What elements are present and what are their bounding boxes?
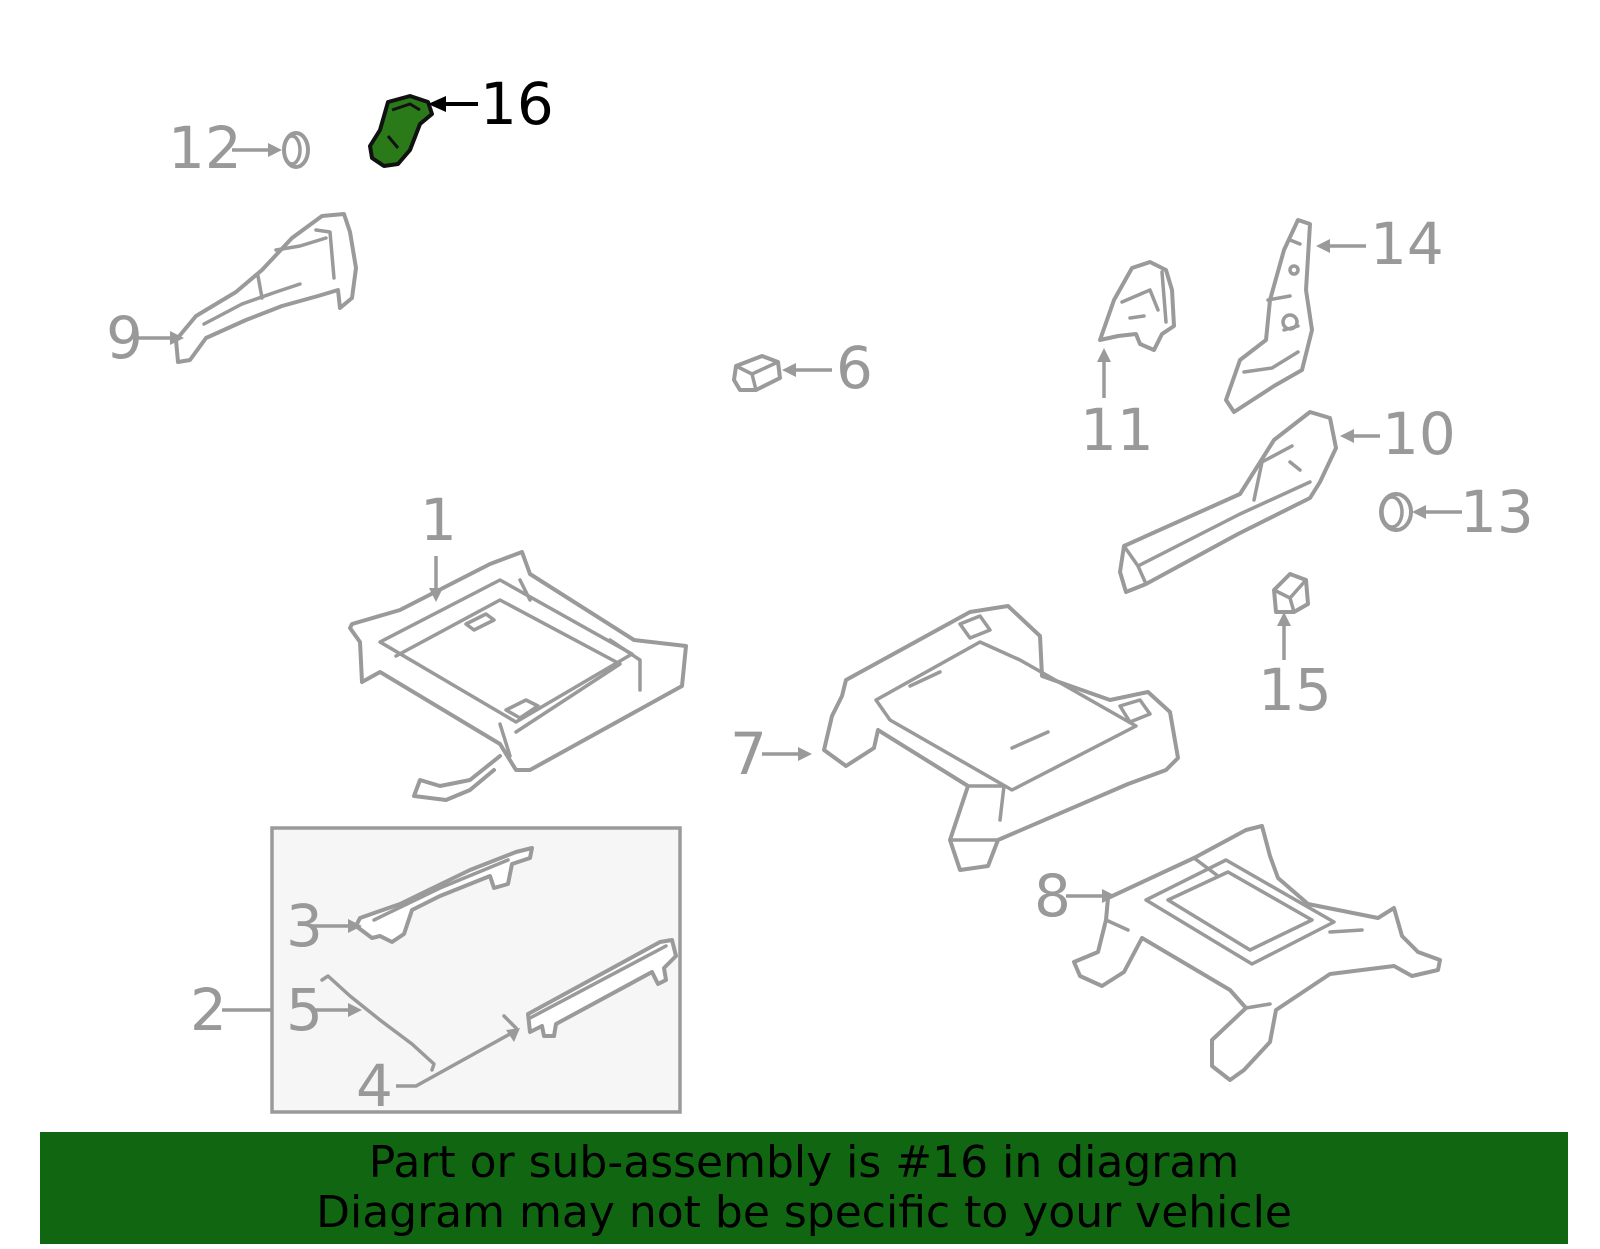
label-15: 15 bbox=[1258, 656, 1332, 724]
part-10-seat-track-cover[interactable] bbox=[1118, 410, 1338, 594]
label-9: 9 bbox=[106, 304, 143, 372]
label-6: 6 bbox=[836, 334, 873, 402]
part-3-track-rail[interactable] bbox=[354, 846, 534, 944]
banner-line-1: Part or sub-assembly is #16 in diagram bbox=[368, 1137, 1240, 1188]
label-3: 3 bbox=[286, 892, 323, 960]
label-12: 12 bbox=[168, 114, 242, 182]
part-9-side-cover[interactable] bbox=[174, 212, 358, 364]
label-14: 14 bbox=[1370, 210, 1444, 278]
part-4-track-slider[interactable] bbox=[526, 938, 678, 1038]
part-8-seat-base[interactable] bbox=[1072, 824, 1442, 1082]
part-15-cap[interactable] bbox=[1272, 572, 1310, 614]
label-5: 5 bbox=[286, 976, 323, 1044]
part-1-seat-frame[interactable] bbox=[348, 550, 688, 802]
label-10: 10 bbox=[1382, 400, 1456, 468]
label-8: 8 bbox=[1034, 862, 1071, 930]
label-11: 11 bbox=[1080, 396, 1154, 464]
part-12-plug[interactable] bbox=[282, 131, 310, 169]
part-6-cap[interactable] bbox=[732, 354, 782, 392]
label-1: 1 bbox=[420, 486, 457, 554]
part-5-wire-spring[interactable] bbox=[320, 974, 436, 1072]
label-7: 7 bbox=[730, 720, 767, 788]
part-13-plug[interactable] bbox=[1379, 492, 1413, 532]
part-7-seat-riser[interactable] bbox=[822, 604, 1180, 872]
label-4: 4 bbox=[356, 1052, 393, 1120]
info-banner: Part or sub-assembly is #16 in diagram D… bbox=[40, 1132, 1568, 1244]
part-11-recliner-cover[interactable] bbox=[1098, 260, 1176, 352]
label-2: 2 bbox=[190, 976, 227, 1044]
label-16: 16 bbox=[480, 70, 554, 138]
banner-line-2: Diagram may not be specific to your vehi… bbox=[316, 1187, 1292, 1238]
label-13: 13 bbox=[1460, 478, 1534, 546]
part-16-highlighted[interactable] bbox=[368, 94, 434, 168]
part-14-recliner-bracket[interactable] bbox=[1224, 218, 1314, 414]
